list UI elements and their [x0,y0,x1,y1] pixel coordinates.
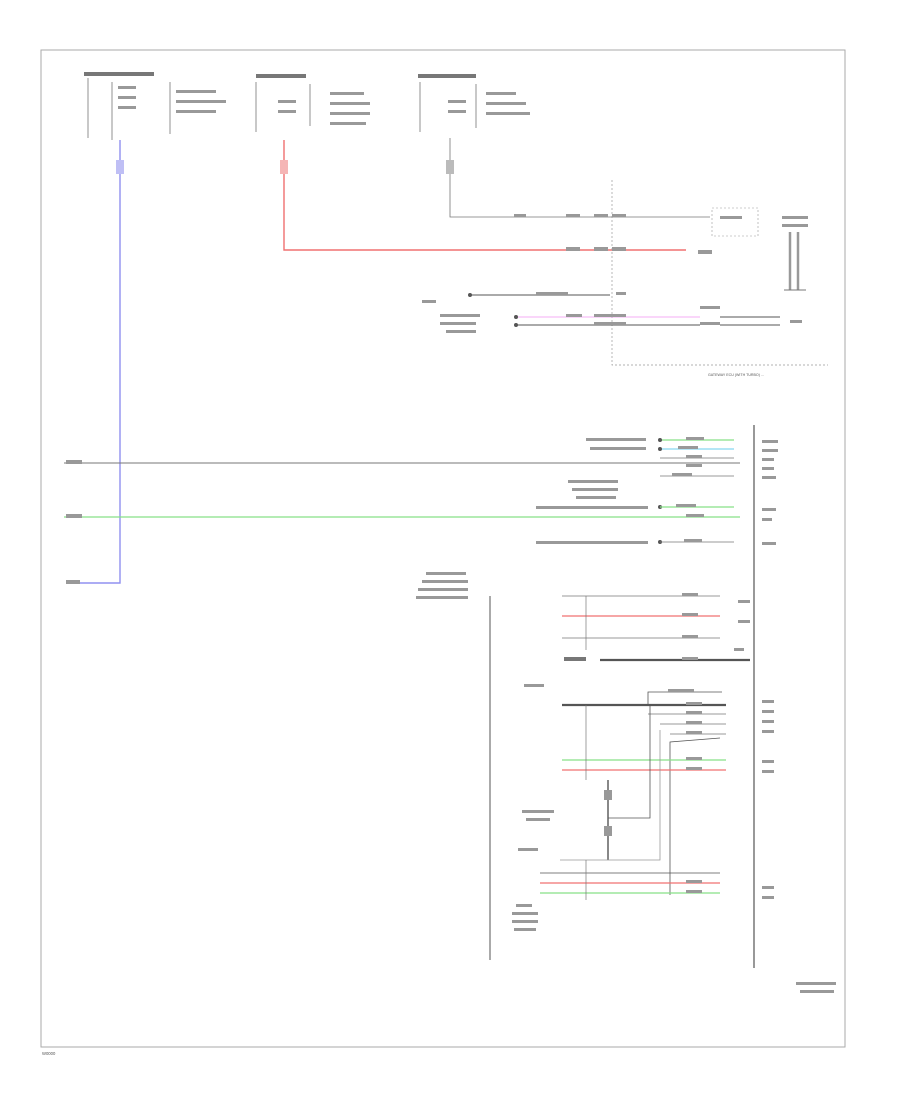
wire-blue-label [116,160,124,174]
fuse-block-1 [84,72,226,140]
fuse-block-2 [255,74,370,132]
yaw-rate-sensor [518,705,661,861]
wire-gray-top [449,138,710,218]
diagram-frame [40,49,846,1048]
abs-connector-group-2 [562,593,750,662]
steering-sensor [512,860,774,931]
abs-connector-group-3 [562,689,774,895]
footer-code: W0000 [42,1051,56,1056]
gateway-box [611,180,828,366]
wire-red-main [283,140,686,251]
abs-connector-group-1 [586,437,778,479]
connector-dot-icon [468,293,472,297]
relay-box [711,207,808,291]
fuse-block-3 [418,74,530,132]
gateway-caption: GATEWAY ECU (WITH TURBO) ... [708,373,764,377]
wire-blue-main [68,140,121,584]
